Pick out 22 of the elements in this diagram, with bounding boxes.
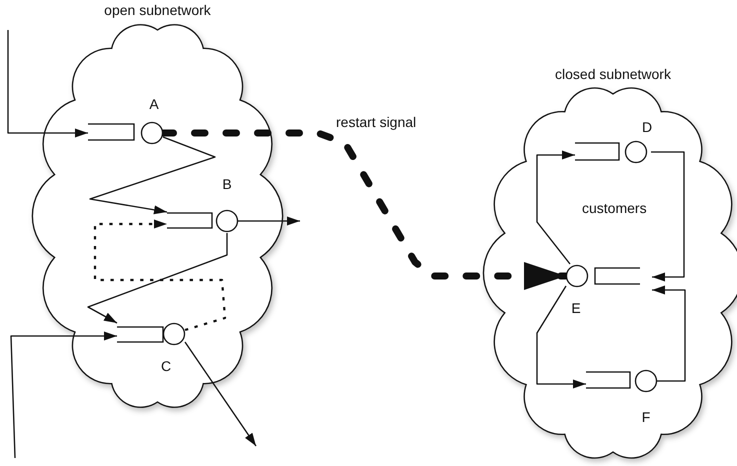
arrow [651, 151, 685, 282]
arrow [94, 220, 226, 332]
arrow [238, 216, 300, 226]
arrow [7, 30, 88, 138]
arrow [184, 342, 257, 446]
station-label: B [221, 176, 233, 192]
subnetwork-heading: open subnetwork [103, 2, 212, 18]
station-label: A [148, 96, 160, 112]
station-label: F [640, 409, 652, 425]
station-label: C [160, 358, 172, 374]
subnetwork-heading: closed subnetwork [554, 66, 672, 82]
station-label: D [640, 119, 654, 135]
station-label: E [570, 300, 582, 316]
annotation-label: customers [582, 200, 647, 216]
arrow [536, 286, 586, 388]
arrow [160, 130, 570, 290]
arrow [87, 233, 228, 324]
arrow [652, 286, 686, 382]
arrow [536, 150, 575, 264]
edge-label: restart signal [334, 114, 418, 130]
arrow [89, 136, 216, 214]
arrow [10, 332, 117, 458]
